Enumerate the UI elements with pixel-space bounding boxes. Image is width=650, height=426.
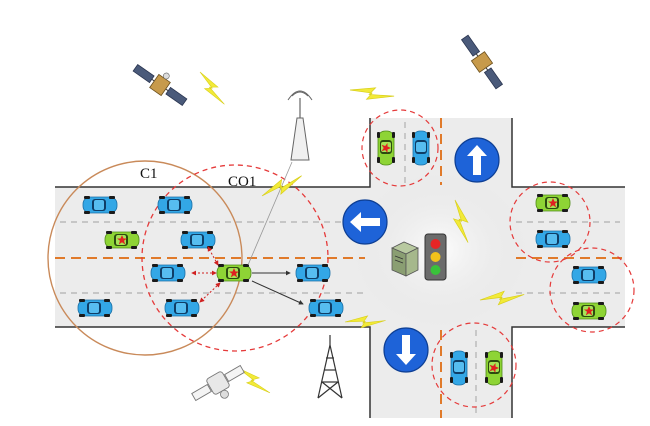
antenna-icon — [287, 90, 313, 161]
vehicle-blue — [571, 265, 607, 285]
vehicle-green-cluster-head — [216, 263, 252, 283]
vehicle-blue — [308, 298, 344, 318]
arrow-down-sign-icon — [383, 327, 429, 373]
traffic-light-icon — [424, 233, 447, 281]
cluster-label: C1 — [140, 166, 158, 182]
arrow-up-sign-icon — [454, 137, 500, 183]
vehicle-green-cluster-head — [376, 130, 396, 166]
coverage-circle — [141, 164, 329, 352]
vehicle-green-cluster-head — [535, 193, 571, 213]
roadside-server-icon — [391, 241, 419, 277]
arrow-left-sign-icon — [342, 199, 388, 245]
vehicle-blue — [157, 195, 193, 215]
vehicle-green-cluster-head — [484, 350, 504, 386]
coverage-circle-east-bottom — [549, 247, 635, 333]
road-network — [55, 118, 625, 418]
cell-tower-icon — [317, 335, 343, 399]
lightning-icon — [349, 73, 395, 113]
vehicle-blue — [535, 229, 571, 249]
vehicle-blue — [77, 298, 113, 318]
vehicle-green-cluster-head — [571, 301, 607, 321]
vehicle-blue — [150, 263, 186, 283]
vehicle-blue — [295, 263, 331, 283]
satellite-icon — [132, 63, 188, 107]
lane-markings — [60, 122, 620, 414]
center-line — [55, 118, 625, 418]
coverage-circle-south — [431, 322, 517, 408]
vehicle-green-cluster-head — [104, 230, 140, 250]
lightning-icon — [192, 71, 233, 105]
vehicle-blue — [164, 298, 200, 318]
v2v-links — [191, 161, 304, 305]
vehicle-blue — [411, 130, 431, 166]
coverage-label: CO1 — [228, 174, 256, 190]
cluster-circle — [47, 160, 243, 356]
road-edges — [55, 118, 625, 418]
coverage-circle-east-top — [509, 181, 591, 263]
satellite-icon — [191, 364, 245, 402]
vehicle-blue — [449, 350, 469, 386]
coverage-circle-north — [361, 109, 439, 187]
vehicle-blue — [82, 195, 118, 215]
satellite-icon — [460, 34, 504, 90]
vehicle-blue — [180, 230, 216, 250]
